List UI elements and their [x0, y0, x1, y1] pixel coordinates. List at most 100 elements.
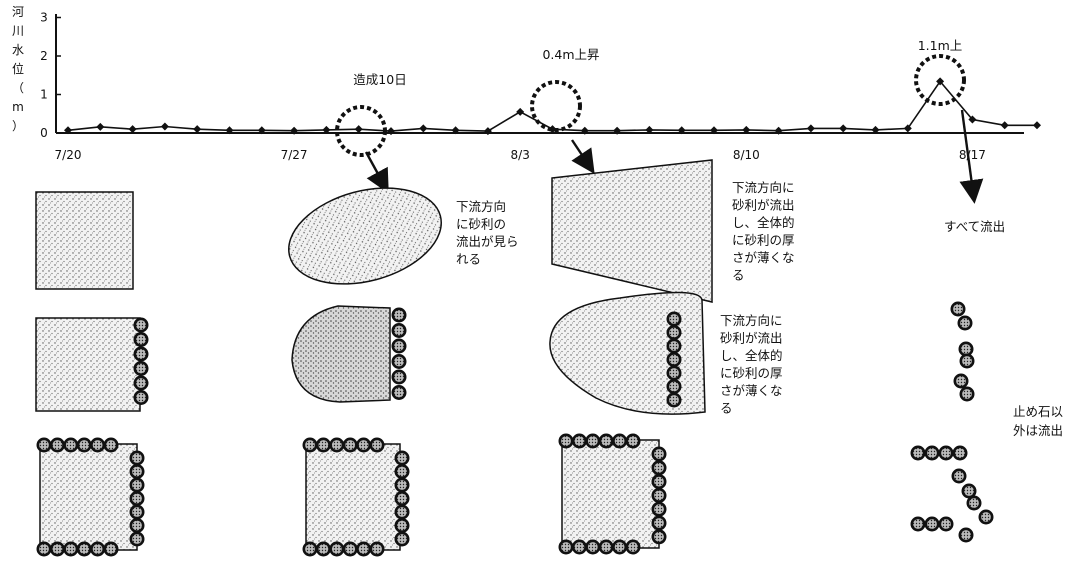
data-point: [968, 115, 977, 124]
stopper-stone: [958, 527, 974, 543]
stopper-stone: [924, 445, 940, 461]
note-line: に砂利の: [456, 217, 506, 232]
stopper-stone: [49, 541, 65, 557]
gravel-bulb-with-stones: [549, 291, 706, 415]
y-label-char: 位: [12, 61, 24, 76]
stopper-stone: [302, 541, 318, 557]
y-label-char: m: [12, 100, 24, 114]
stopper-stone: [76, 541, 92, 557]
stopper-stone: [133, 346, 149, 362]
data-point: [290, 126, 299, 135]
stopper-stone: [959, 353, 975, 369]
stopper-stone: [394, 450, 410, 466]
row-2: [35, 291, 706, 415]
data-point: [613, 126, 622, 135]
note-line: 砂利が流出: [732, 198, 795, 213]
y-label-char: 水: [12, 43, 24, 57]
data-point: [903, 124, 912, 133]
note-line: 下流方向に: [732, 180, 795, 195]
stopper-stone: [651, 446, 667, 462]
stopper-stone: [978, 509, 994, 525]
stopper-stone: [133, 317, 149, 333]
stopper-stone: [666, 311, 682, 327]
note-line: さが薄くな: [732, 250, 795, 265]
annotation-label: 1.1m上: [918, 38, 963, 53]
y-tick-label: 1: [40, 88, 48, 102]
stopper-stone: [369, 541, 385, 557]
data-point: [128, 125, 137, 134]
stopper-stone: [133, 375, 149, 391]
stopper-stone: [129, 490, 145, 506]
data-point: [742, 125, 751, 134]
data-point: [806, 124, 815, 133]
stopper-stones: [36, 301, 994, 557]
x-tick-label: 8/10: [733, 148, 760, 162]
arrow-3: [959, 109, 984, 204]
data-point: [257, 126, 266, 135]
data-point: [225, 126, 234, 135]
stopper-stone: [651, 515, 667, 531]
note-line: る: [732, 268, 745, 283]
data-point: [419, 124, 428, 133]
stopper-stone: [612, 539, 628, 555]
stopper-stone: [391, 338, 407, 354]
note-line: し、全体的: [732, 215, 795, 230]
data-point: [483, 127, 492, 136]
annotations: 造成10日 0.4m上昇 1.1m上: [335, 38, 966, 157]
stopper-stone: [103, 437, 119, 453]
stopper-stone: [958, 341, 974, 357]
arrow-1: [364, 151, 389, 194]
data-point: [96, 122, 105, 131]
stopper-stone: [76, 437, 92, 453]
gravel-rounded-with-stones: [291, 305, 391, 403]
data-point: [64, 126, 72, 135]
x-tick-label: 7/27: [281, 148, 308, 162]
annotation-label: 0.4m上昇: [542, 47, 599, 62]
y-label-char: ）: [12, 119, 24, 133]
data-point: [387, 127, 395, 136]
stopper-stone: [666, 324, 682, 340]
y-label-char: （: [12, 81, 24, 95]
stopper-stone: [342, 437, 358, 453]
stopper-stone: [651, 474, 667, 490]
stopper-stone: [394, 490, 410, 506]
stopper-stone: [342, 541, 358, 557]
stopper-stone: [585, 433, 601, 449]
note-text: 下流方向に砂利が流出し、全体的に砂利の厚さが薄くなる: [732, 180, 795, 283]
data-point: [160, 122, 169, 131]
stopper-stone: [598, 433, 614, 449]
data-point: [451, 126, 460, 135]
gravel-trapezoid-spread: [551, 159, 713, 303]
y-label-char: 河: [12, 5, 24, 19]
stopper-stone: [129, 477, 145, 493]
gravel-square-framed-2: [305, 443, 401, 551]
stopper-stone: [391, 307, 407, 323]
stopper-stone: [129, 531, 145, 547]
row-1: [35, 159, 713, 303]
note-line: 止め石以: [1013, 404, 1064, 419]
y-tick-label: 0: [40, 126, 48, 140]
stopper-stone: [329, 541, 345, 557]
stopper-stone: [571, 433, 587, 449]
arrow-2: [571, 139, 595, 174]
note-line: し、全体的: [720, 348, 783, 363]
row-3: [39, 439, 660, 551]
stopper-stone: [133, 360, 149, 376]
stopper-stone: [63, 541, 79, 557]
stopper-stone: [315, 437, 331, 453]
stopper-stone: [666, 392, 682, 408]
stopper-stone: [571, 539, 587, 555]
stopper-stone: [966, 495, 982, 511]
stopper-stone: [598, 539, 614, 555]
note-text: 下流方向に砂利が流出し、全体的に砂利の厚さが薄くなる: [720, 313, 783, 416]
series-line: [67, 80, 1037, 132]
stopper-stone: [950, 301, 966, 317]
stopper-stone: [394, 531, 410, 547]
stopper-stone: [302, 437, 318, 453]
stopper-stone: [651, 487, 667, 503]
annotation-label: 造成10日: [353, 72, 406, 87]
stopper-stone: [369, 437, 385, 453]
